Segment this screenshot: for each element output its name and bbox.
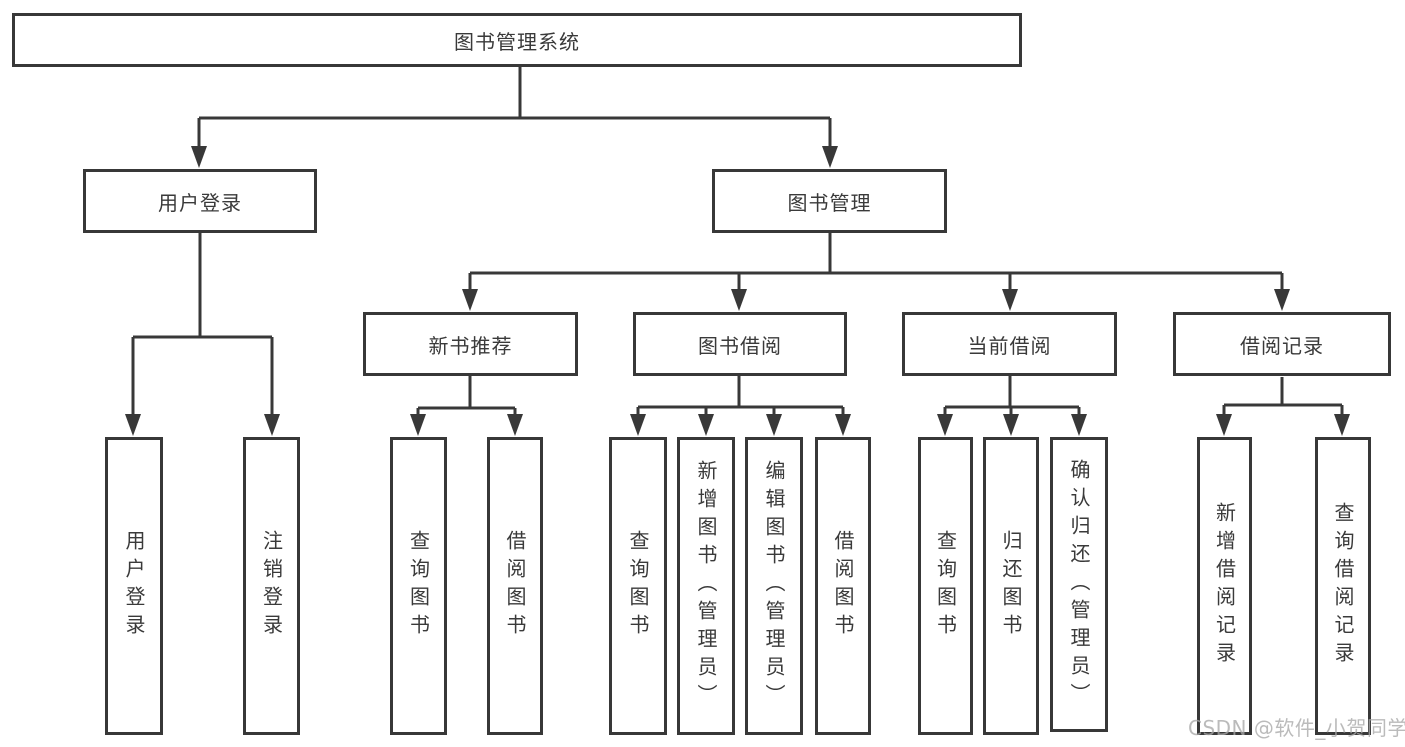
leaf-query-borrow-record: 查询借阅记录: [1315, 437, 1371, 735]
leaf-confirm-return-admin: 确认归还（管理员）: [1050, 437, 1108, 732]
node-label: 当前借阅: [967, 333, 1052, 358]
leaf-borrow-books: 借阅图书: [815, 437, 871, 735]
csdn-watermark: CSDN @软件_小贺同学: [1188, 716, 1405, 740]
node-label: 查询借阅记录: [1331, 502, 1355, 670]
node-label: 图书管理: [787, 190, 872, 215]
node-label: 新增图书（管理员）: [694, 460, 718, 712]
node-label: 用户登录: [158, 190, 242, 215]
node-label: 注销登录: [259, 530, 284, 642]
arrowheads: [125, 146, 1350, 436]
node-new-book-recommend: 新书推荐: [363, 312, 578, 376]
node-label: 借阅图书: [503, 530, 527, 642]
node-library-management-system: 图书管理系统: [12, 13, 1022, 67]
node-label: 确认归还（管理员）: [1067, 458, 1091, 711]
node-label: 查询图书: [933, 530, 958, 642]
node-label: 新书推荐: [428, 333, 513, 358]
node-label: 图书管理系统: [454, 29, 580, 54]
leaf-add-borrow-record: 新增借阅记录: [1197, 437, 1252, 735]
leaf-query-books-recommend: 查询图书: [390, 437, 447, 735]
node-label: 借阅记录: [1240, 333, 1324, 358]
node-label: 归还图书: [999, 530, 1023, 642]
node-borrow-records: 借阅记录: [1173, 312, 1391, 376]
node-user-login: 用户登录: [83, 169, 317, 233]
leaf-query-books-borrow: 查询图书: [609, 437, 667, 735]
leaf-borrow-books-recommend: 借阅图书: [487, 437, 543, 735]
node-label: 查询图书: [406, 530, 431, 642]
leaf-edit-books-admin: 编辑图书（管理员）: [745, 437, 803, 735]
node-label: 查询图书: [626, 530, 650, 642]
node-label: 用户登录: [122, 530, 146, 642]
leaf-query-books-current: 查询图书: [918, 437, 973, 735]
leaf-logout-login: 注销登录: [243, 437, 300, 735]
node-label: 新增借阅记录: [1212, 502, 1237, 670]
node-label: 图书借阅: [698, 333, 782, 358]
leaf-return-books: 归还图书: [983, 437, 1039, 735]
leaf-user-login: 用户登录: [105, 437, 163, 735]
node-book-management: 图书管理: [712, 169, 947, 233]
leaf-add-books-admin: 新增图书（管理员）: [677, 437, 735, 735]
node-book-borrow: 图书借阅: [633, 312, 847, 376]
node-label: 借阅图书: [831, 530, 855, 642]
node-current-borrow: 当前借阅: [902, 312, 1117, 376]
node-label: 编辑图书（管理员）: [762, 460, 786, 712]
